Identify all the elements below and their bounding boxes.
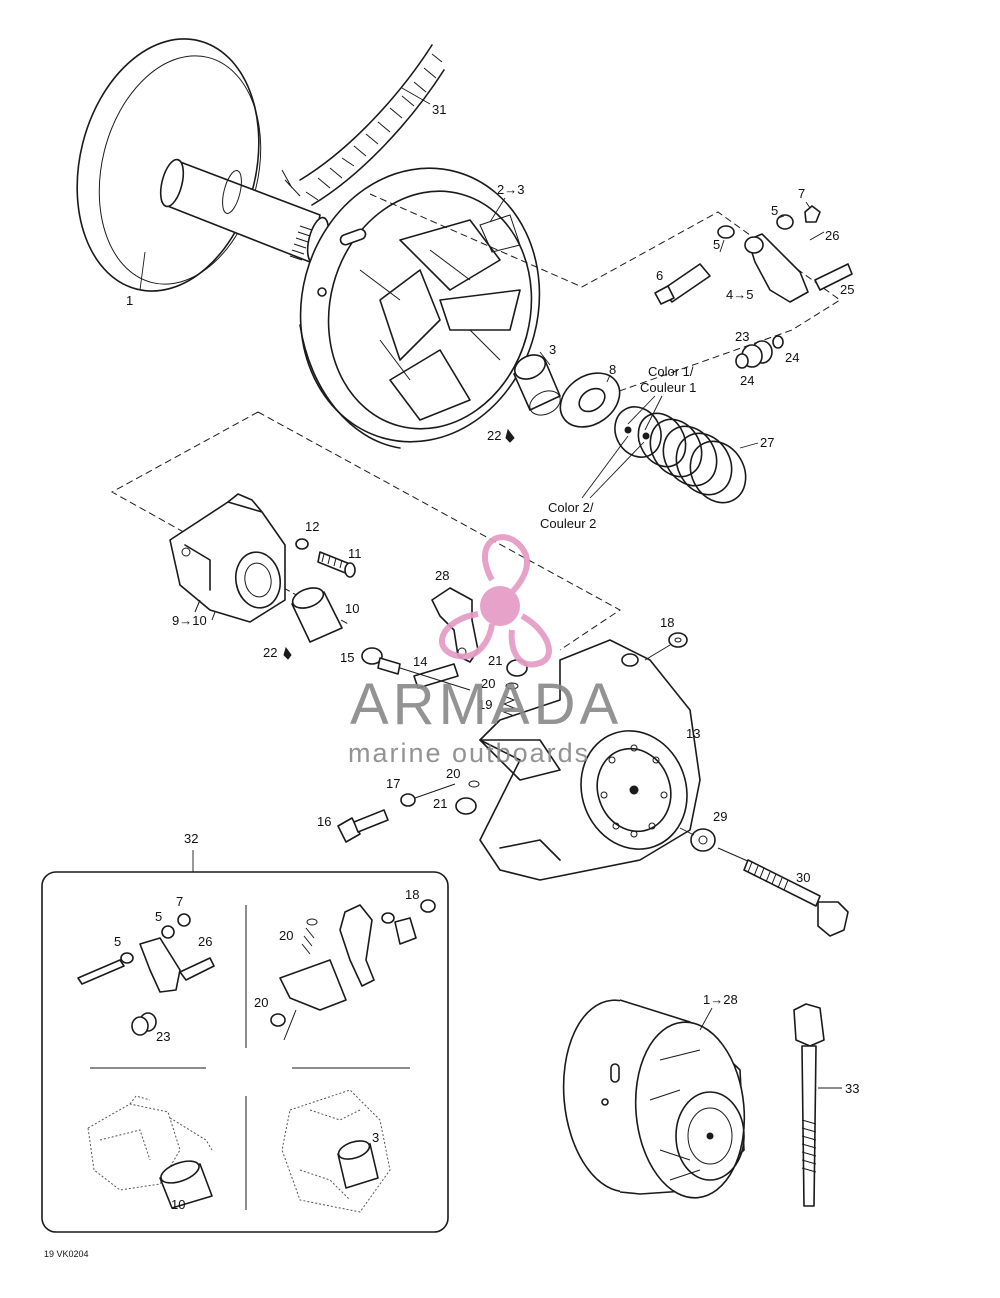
inset-callout-20b: 20 [254,995,268,1010]
callout-19: 19 [478,697,492,712]
propeller-hub [480,586,520,626]
washer-part-18 [668,632,688,648]
callout-5b: 5 [713,237,720,252]
inset-callout-20a: 20 [279,928,293,943]
callout-17: 17 [386,776,400,791]
bushing-part-10 [291,587,343,643]
callout-14: 14 [413,654,427,669]
movable-sheave-part [299,167,541,449]
callout-5a: 5 [771,203,778,218]
grease-drop-icon-2 [283,646,292,660]
callout-28: 28 [435,568,449,583]
inset-callout-18: 18 [405,887,419,902]
watermark-tagline: marine outboards [348,738,590,768]
callout-23: 23 [735,329,749,344]
callout-33: 33 [845,1081,859,1096]
callout-24b: 24 [740,373,754,388]
color2-label-line1: Color 2/ [548,500,594,515]
grease-drop-icon [505,428,515,443]
bolt-part-16 [337,783,456,843]
callout-6: 6 [656,268,663,283]
callout-21a: 21 [488,653,502,668]
color1-label-line2: Couleur 1 [640,380,696,395]
callout-20a: 20 [481,676,495,691]
spring-part-27 [614,406,747,504]
callout-16: 16 [317,814,331,829]
callout-26: 26 [825,228,839,243]
callout-7: 7 [798,186,805,201]
governor-housing-part [169,493,286,623]
callout-30: 30 [796,870,810,885]
inset-32-box [41,850,449,1233]
callout-24a: 24 [785,350,799,365]
armada-watermark: ARMADA marine outboards [348,534,622,768]
callout-4to5: 4→5 [726,287,753,302]
callout-8: 8 [609,362,616,377]
bolt-part-15 [361,647,471,691]
callout-10: 10 [345,601,359,616]
washer-part-29 [690,828,716,852]
callout-1to28: 1→28 [703,992,738,1007]
callout-12: 12 [305,519,319,534]
screw-part-11 [295,538,356,578]
armada-propeller-logo [439,534,552,668]
callout-11: 11 [348,546,362,561]
bolt-part-33 [793,1003,825,1207]
inset-callout-3: 3 [372,1130,379,1145]
callout-1: 1 [126,293,133,308]
propeller-blade-left [439,611,495,660]
inset-callout-5b: 5 [114,934,121,949]
bushing-part-3 [513,354,561,416]
callout-27: 27 [760,435,774,450]
assembly-outline-middle [110,411,621,651]
callout-20b: 20 [446,766,460,781]
callout-15: 15 [340,650,354,665]
callout-18: 18 [660,615,674,630]
complete-pulley-assembly [562,999,746,1199]
propeller-blade-top [482,534,530,599]
lever-arm-assembly [654,205,853,305]
fixed-sheave-part [76,38,330,292]
drawing-code: 19 VK0204 [44,1249,89,1259]
propeller-blade-right [508,613,552,668]
callout-32: 32 [184,831,198,846]
color1-label-line1: Color 1/ [648,364,694,379]
color2-label-line2: Couleur 2 [540,516,596,531]
inset-housing-with-bushing [87,1095,213,1209]
callout-13: 13 [686,726,700,741]
callout-22a: 22 [487,428,501,443]
watermark-brand: ARMADA [350,672,622,737]
pin-part-14 [413,663,459,689]
roller-part-21 [455,797,477,815]
inset-cam-arm [270,899,436,1041]
callout-9to10: 9→10 [172,613,207,628]
callout-25: 25 [840,282,854,297]
inset-callout-7: 7 [176,894,183,909]
housing-part-13 [479,639,701,881]
callout-31: 31 [432,102,446,117]
callout-22b: 22 [263,645,277,660]
washer-part-8 [559,372,621,428]
inset-lever-arm [77,913,215,1036]
callout-21b: 21 [433,796,447,811]
inset-callout-10: 10 [171,1197,185,1212]
roller-assembly [735,335,784,369]
drive-belt-part [281,44,445,206]
inset-callout-5a: 5 [155,909,162,924]
callout-29: 29 [713,809,727,824]
callout-3: 3 [549,342,556,357]
inset-callout-26: 26 [198,934,212,949]
clip-part-20 [468,780,480,788]
callout-2to3: 2→3 [497,182,524,197]
inset-sheave-with-bushing [281,1089,391,1213]
inset-callout-23: 23 [156,1029,170,1044]
bolt-part-30 [717,847,849,937]
